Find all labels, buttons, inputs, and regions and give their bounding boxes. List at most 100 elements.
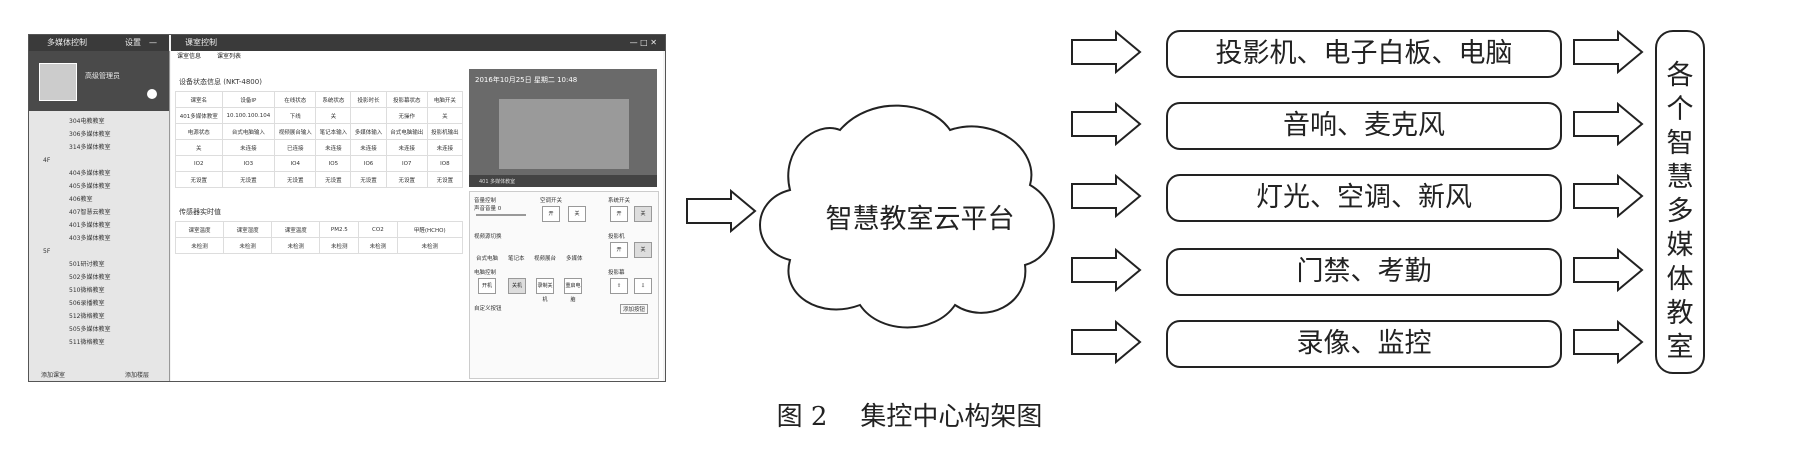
- projector-on-button[interactable]: 开: [610, 242, 628, 258]
- endpoint-char: 各: [1666, 60, 1694, 91]
- system-title: 系统开关: [608, 198, 631, 204]
- add-floor-button[interactable]: 添加楼层: [125, 372, 150, 379]
- classroom-item[interactable]: 502多媒体教室: [69, 274, 111, 281]
- app-title: 多媒体控制: [47, 38, 87, 47]
- video-source-visualizer[interactable]: 视频展台: [534, 256, 557, 262]
- table-cell: 无设置: [350, 171, 387, 188]
- table-row: 关未连接已连接未连接未连接未连接未连接: [175, 139, 464, 156]
- classroom-item[interactable]: 407智慧云教室: [69, 209, 111, 216]
- custom-button-label: 自定义按钮: [474, 306, 502, 312]
- floor-group[interactable]: 4F: [43, 157, 51, 164]
- endpoint-char: 媒: [1666, 230, 1694, 261]
- table-cell: 投影时长: [350, 91, 387, 108]
- target-box-audio: 音响、麦克风: [1166, 102, 1562, 150]
- tab-classroom-info[interactable]: 课室信息: [177, 53, 202, 60]
- arrow-in-5-icon: [1071, 321, 1141, 363]
- classroom-item[interactable]: 314多媒体教室: [69, 144, 111, 151]
- classroom-item[interactable]: 512微格教室: [69, 313, 105, 320]
- classroom-item[interactable]: 401多媒体教室: [69, 222, 111, 229]
- classroom-item[interactable]: 511微格教室: [69, 339, 105, 346]
- sidebar-footer: 添加课室 添加楼层: [29, 351, 169, 381]
- cloud-platform-label: 智慧教室云平台: [825, 204, 1015, 235]
- volume-label: 声音音量 0: [474, 206, 502, 212]
- table-row: 无设置无设置无设置无设置无设置无设置无设置: [175, 171, 464, 188]
- pc-record-shutdown-button[interactable]: 录制关机: [536, 278, 554, 303]
- system-on-button[interactable]: 开: [610, 206, 628, 222]
- projector-title: 投影机: [608, 234, 625, 240]
- arrow-in-4-icon: [1071, 249, 1141, 291]
- screen-up-icon[interactable]: ⇧: [610, 278, 628, 294]
- classroom-item[interactable]: 403多媒体教室: [69, 235, 111, 242]
- table-cell: 无设置: [426, 171, 464, 188]
- pc-power-off-button[interactable]: 关机: [508, 278, 526, 294]
- arrow-out-5-icon: [1573, 321, 1643, 363]
- projector-off-button[interactable]: 关: [634, 242, 652, 258]
- classroom-item[interactable]: 510微格教室: [69, 287, 105, 294]
- video-source-title: 视频源切换: [474, 234, 502, 240]
- video-source-multimedia[interactable]: 多媒体: [566, 256, 583, 262]
- arrow-out-2-icon: [1573, 103, 1643, 145]
- ac-on-button[interactable]: 开: [542, 206, 560, 222]
- endpoint-char: 慧: [1666, 162, 1694, 193]
- system-off-button[interactable]: 关: [634, 206, 652, 222]
- pc-restart-button[interactable]: 重启电脑: [564, 278, 582, 303]
- video-source-desktop[interactable]: 台式电脑: [476, 256, 499, 262]
- video-toolbar: [469, 175, 657, 187]
- add-classroom-button[interactable]: 添加课室: [41, 372, 66, 379]
- endpoint-char: 智: [1666, 128, 1694, 159]
- add-button[interactable]: 添加按钮: [620, 304, 649, 314]
- classroom-item[interactable]: 506录播教室: [69, 300, 105, 307]
- arrow-in-2-icon: [1071, 103, 1141, 145]
- arrow-out-1-icon: [1573, 31, 1643, 73]
- classroom-item[interactable]: 405多媒体教室: [69, 183, 111, 190]
- floor-group[interactable]: 5F: [43, 248, 51, 255]
- table-cell: 未检测: [271, 237, 321, 254]
- tab-classroom-list[interactable]: 课室列表: [216, 53, 241, 60]
- table-cell: 未检测: [319, 237, 360, 254]
- endpoint-char: 室: [1666, 332, 1694, 363]
- endpoint-char: 个: [1666, 94, 1694, 125]
- app-titlebar: 多媒体控制 设置 —: [29, 35, 169, 51]
- sensor-section-title: 传感器实时值: [179, 208, 221, 216]
- target-box-surveillance: 录像、监控: [1166, 320, 1562, 368]
- arrow-out-4-icon: [1573, 249, 1643, 291]
- classroom-item[interactable]: 304电教教室: [69, 118, 105, 125]
- table-cell: 无设置: [175, 171, 223, 188]
- volume-slider[interactable]: [476, 214, 526, 216]
- arrow-in-1-icon: [1071, 31, 1141, 73]
- classroom-item[interactable]: 404多媒体教室: [69, 170, 111, 177]
- classroom-item[interactable]: 406教室: [69, 196, 93, 203]
- figure-caption: 图 2 集控中心构架图: [776, 402, 1043, 432]
- sidebar: 高级管理员 304电教教室 306多媒体教室 314多媒体教室 4F 404多媒体教室 4…: [29, 51, 170, 381]
- status-icon: [147, 89, 157, 99]
- minimize-icon[interactable]: —: [149, 38, 157, 47]
- user-name: 高级管理员: [85, 72, 120, 80]
- window-controls-icon[interactable]: — □ ✕: [629, 38, 657, 47]
- target-box-av: 投影机、电子白板、电脑: [1166, 30, 1562, 78]
- screen-down-icon[interactable]: ⇩: [634, 278, 652, 294]
- table-cell: 未检测: [358, 237, 398, 254]
- classroom-item[interactable]: 505多媒体教室: [69, 326, 111, 333]
- endpoint-char: 教: [1666, 298, 1694, 329]
- arrow-out-3-icon: [1573, 175, 1643, 217]
- table-cell: 未检测: [174, 237, 225, 254]
- settings-link[interactable]: 设置: [125, 38, 141, 47]
- classroom-item[interactable]: 306多媒体教室: [69, 131, 111, 138]
- classroom-item[interactable]: 501研讨教室: [69, 261, 105, 268]
- target-box-environment: 灯光、空调、新风: [1166, 174, 1562, 222]
- table-cell: 无设置: [385, 171, 428, 188]
- video-source-laptop[interactable]: 笔记本: [508, 256, 525, 262]
- endpoint-classrooms-box: 各 个 智 慧 多 媒 体 教 室: [1655, 30, 1705, 374]
- ac-off-button[interactable]: 关: [568, 206, 586, 222]
- screen-title: 投影幕: [608, 270, 625, 276]
- device-section-title: 设备状态信息 (NKT-4800): [179, 78, 262, 86]
- endpoint-char: 多: [1666, 196, 1694, 227]
- pc-power-on-button[interactable]: 开机: [478, 278, 496, 294]
- target-box-access: 门禁、考勤: [1166, 248, 1562, 296]
- video-monitor[interactable]: 2016年10月25日 星期二 10:48 401 多媒体教室: [469, 69, 657, 187]
- table-row: 未检测未检测未检测未检测未检测未检测: [174, 237, 464, 254]
